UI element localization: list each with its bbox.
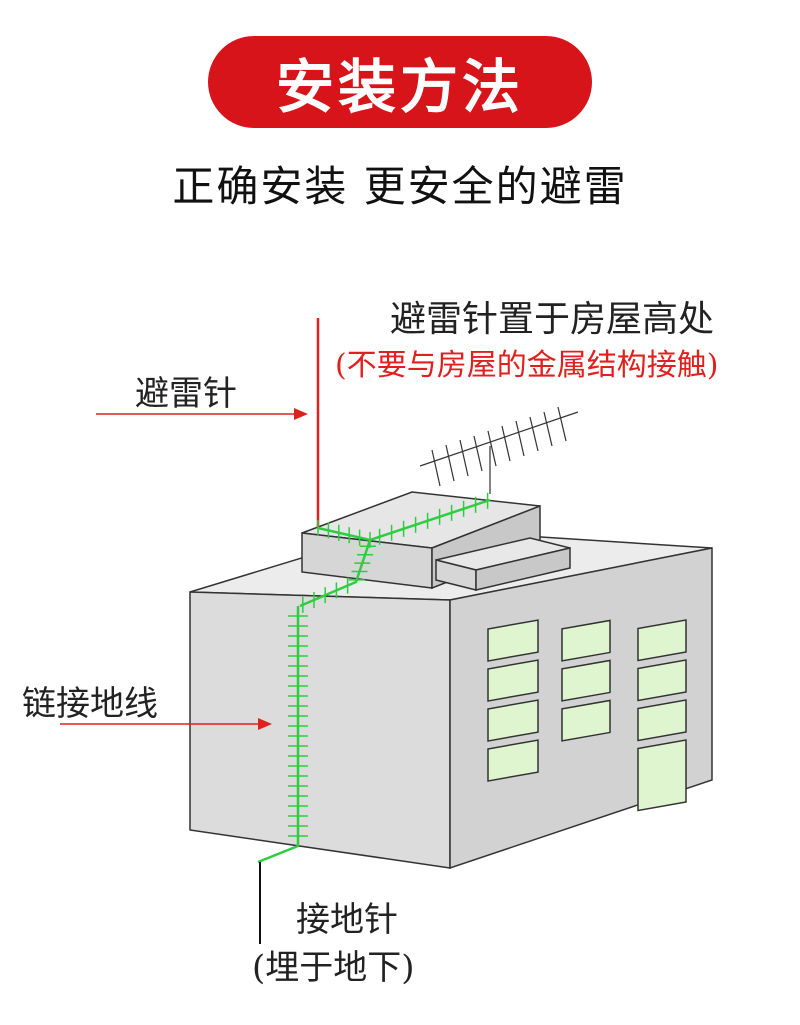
title-banner: 安装方法 [208,36,592,128]
ground-rod-note-label: (埋于地下) [252,948,415,988]
rod-note-label: (不要与房屋的金属结构接触) [335,348,719,383]
arrow-to-wire [60,718,272,730]
antenna [419,406,579,494]
page-title: 安装方法 [275,53,524,121]
chain-wire-label: 链接地线 [22,684,158,724]
rod-label: 避雷针 [135,374,237,414]
page-subtitle: 正确安装 更安全的避雷 [172,162,628,211]
arrow-to-rod [96,408,308,420]
windows [487,619,687,812]
ground-rod-label: 接地针 [296,900,398,940]
building-front-wall [189,591,451,869]
ground-wire-ticks [288,492,489,837]
roof-box2-side [475,547,571,591]
rod-position-label: 避雷针置于房屋高处 [390,299,715,340]
